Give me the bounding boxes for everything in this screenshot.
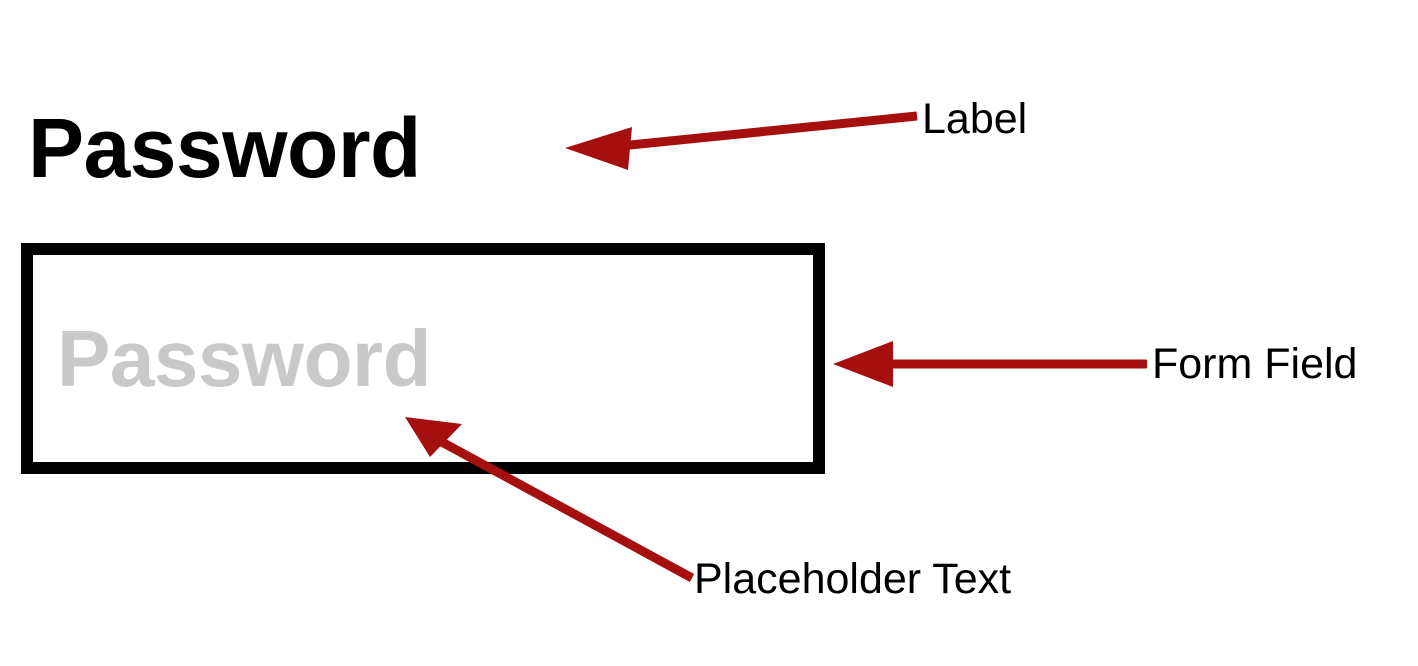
password-form-group: Password Password — [0, 0, 860, 500]
annotation-caption-placeholder-text: Placeholder Text — [694, 555, 1012, 603]
annotation-caption-form-field: Form Field — [1152, 340, 1358, 388]
password-input-placeholder: Password — [57, 313, 431, 403]
password-field-label: Password — [28, 101, 421, 195]
annotation-caption-label: Label — [922, 95, 1028, 143]
password-input[interactable]: Password — [21, 243, 825, 474]
annotation-arrow-form-field — [833, 341, 1147, 387]
